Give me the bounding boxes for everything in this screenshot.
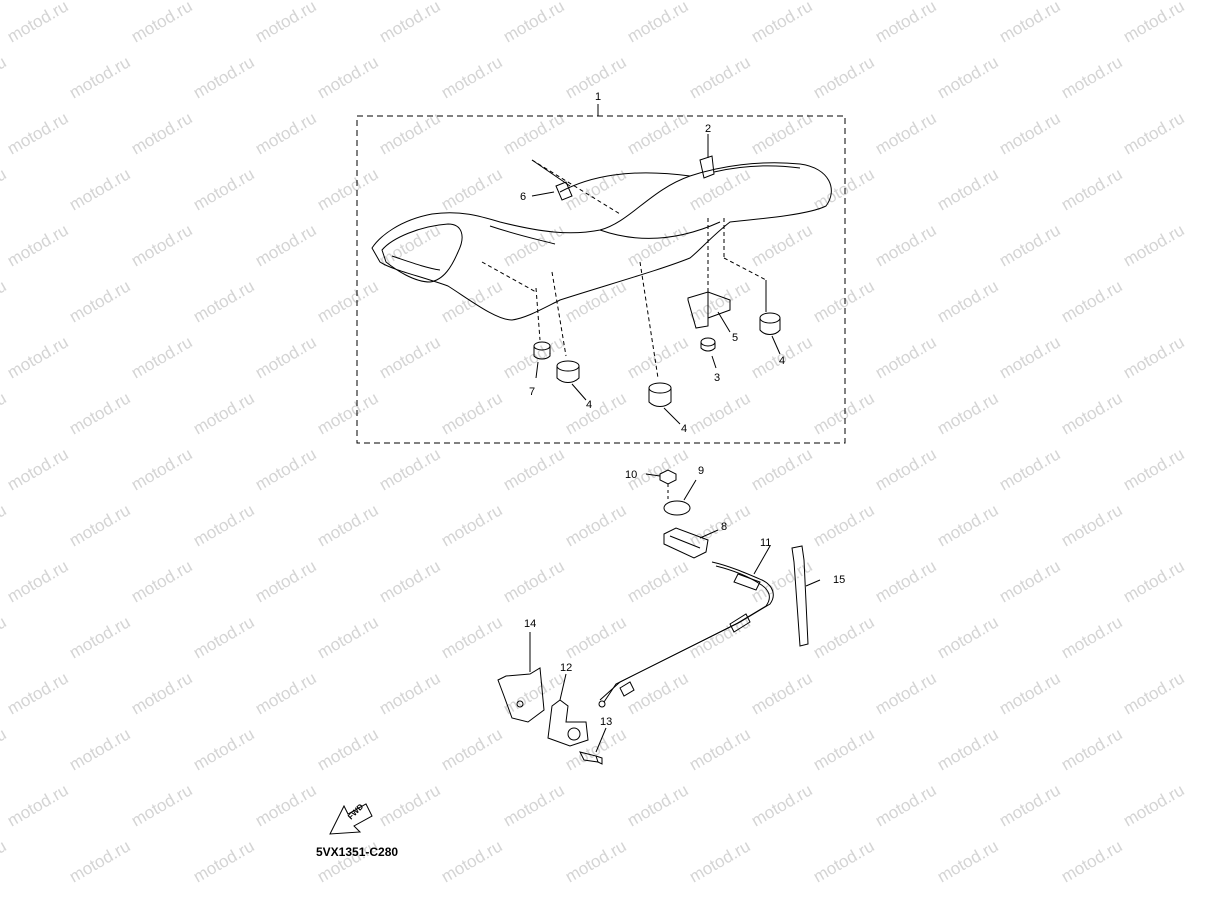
diagram-code: 5VX1351-C280 <box>316 845 399 859</box>
part-15-cable-tie <box>791 545 821 647</box>
callout-13: 13 <box>600 716 613 728</box>
part-11-cable <box>598 545 774 708</box>
part-3-nut <box>700 337 717 369</box>
callout-8: 8 <box>721 521 728 533</box>
seat-assembly-box <box>356 115 846 444</box>
part-12-seat-lock <box>547 673 589 747</box>
callout-4-b: 4 <box>681 423 688 435</box>
callout-9: 9 <box>698 465 705 477</box>
part-8-latch <box>663 527 719 559</box>
fwd-arrow-icon <box>329 803 373 835</box>
part-6-bolt <box>531 159 621 215</box>
part-14-bracket <box>497 632 545 723</box>
callout-10: 10 <box>625 469 638 481</box>
callout-14: 14 <box>524 618 537 630</box>
part-10-nut <box>645 469 677 500</box>
callout-5: 5 <box>732 332 739 344</box>
callout-1: 1 <box>595 91 602 103</box>
part-4-damper-a <box>556 360 587 401</box>
seat-drawing <box>371 155 832 321</box>
part-13-bolt <box>579 727 607 765</box>
part-5-bracket <box>687 291 731 333</box>
part-9-plate <box>663 479 697 516</box>
callout-4-a: 4 <box>586 399 593 411</box>
callout-7: 7 <box>529 386 536 398</box>
part-4-damper-c <box>759 312 781 355</box>
callout-4-c: 4 <box>779 355 786 367</box>
part-4-damper-b <box>648 382 681 425</box>
callout-6: 6 <box>520 191 527 203</box>
callout-15: 15 <box>833 574 846 586</box>
callout-3: 3 <box>714 372 721 384</box>
part-7-damper <box>533 341 551 379</box>
callout-12: 12 <box>560 662 573 674</box>
callout-11: 11 <box>760 537 772 549</box>
callout-2: 2 <box>705 123 712 135</box>
